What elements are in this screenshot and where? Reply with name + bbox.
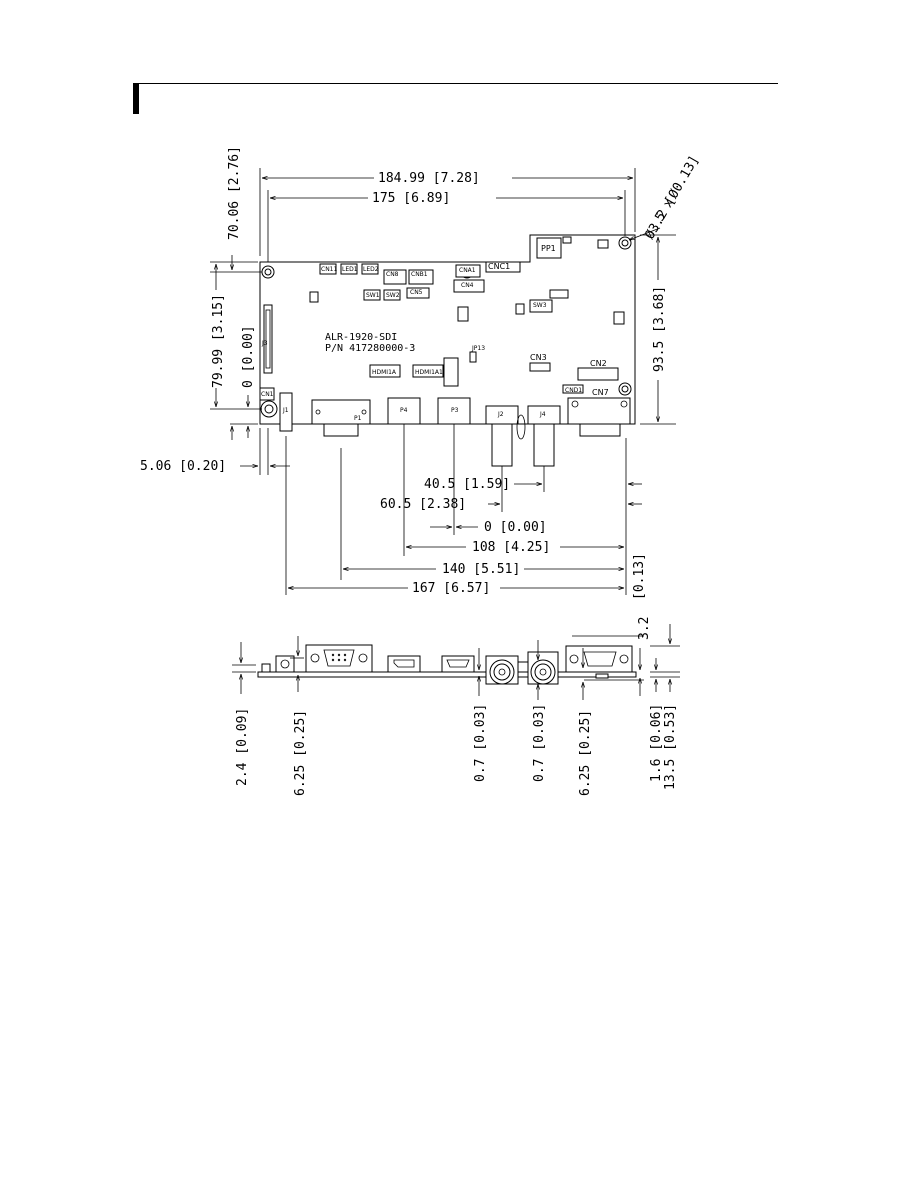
label-p3: P3 xyxy=(451,407,459,414)
middle-components: HDMI1A HDMI1A1 JP13 CN3 CN2 CND1 CN7 CN1 xyxy=(259,345,619,401)
dim-side-16: 1.6 [0.06] xyxy=(649,704,664,782)
dim-left-top: 70.06 [2.76] xyxy=(227,146,242,240)
dim-140: 140 [5.51] xyxy=(442,562,520,577)
dim-side-32: 3.2 xyxy=(637,617,652,640)
board-part-number: P/N 417280000-3 xyxy=(325,343,415,354)
label-p1: P1 xyxy=(354,415,362,422)
label-jp13: JP13 xyxy=(471,345,485,352)
board-outline xyxy=(259,234,636,425)
label-cn3: CN3 xyxy=(530,353,547,362)
dim-side-24: 2.4 [0.09] xyxy=(235,708,250,786)
board-model: ALR-1920-SDI xyxy=(325,332,397,343)
header-bar xyxy=(133,84,139,114)
dim-side-135: 13.5 [0.53] xyxy=(663,704,678,790)
dim-side-625b: 6.25 [0.25] xyxy=(578,710,593,796)
side-dimensions: 2.4 [0.09] 6.25 [0.25] 0.7 [0.03] 0.7 [0… xyxy=(232,617,680,796)
label-led2: LED2 xyxy=(363,266,379,273)
label-led1: LED1 xyxy=(342,266,358,273)
label-pp1: PP1 xyxy=(541,244,556,253)
label-sw3: SW3 xyxy=(533,302,547,309)
label-cn5: CN5 xyxy=(410,289,423,296)
dim-0: 0 [0.00] xyxy=(484,520,547,535)
label-cn2: CN2 xyxy=(590,359,607,368)
dim-side-625a: 6.25 [0.25] xyxy=(293,710,308,796)
label-j3: J3 xyxy=(261,340,268,347)
side-view xyxy=(257,644,637,685)
dim-hole-span: 175 [6.89] xyxy=(372,191,450,206)
label-cn1: CN1 xyxy=(261,391,274,398)
label-j2: J2 xyxy=(497,411,504,418)
label-cn4: CN4 xyxy=(461,282,474,289)
dim-right-height: 93.5 [3.68] xyxy=(652,286,667,372)
dim-60: 60.5 [2.38] xyxy=(380,497,466,512)
label-p4: P4 xyxy=(400,407,408,414)
label-hdmi1a: HDMI1A xyxy=(372,369,397,376)
edge-connectors: J1 P1 P4 P3 J2 J4 xyxy=(279,392,631,467)
dim-left-zero: 0 [0.00] xyxy=(241,325,256,388)
label-cn8: CN8 xyxy=(386,271,399,278)
connector-j3: J3 xyxy=(261,304,273,374)
dim-offset: 5.06 [0.20] xyxy=(140,459,226,474)
dim-108: 108 [4.25] xyxy=(472,540,550,555)
label-cn11: CN11 xyxy=(321,266,337,273)
label-j1: J1 xyxy=(282,407,289,414)
top-components: PP1 CN11 LED1 LED2 CN8 CNB1 CNA1 CNC1 SW… xyxy=(309,236,625,325)
label-sw1: SW1 xyxy=(366,292,380,299)
label-cnb1: CNB1 xyxy=(411,271,428,278)
dim-side-07a: 0.7 [0.03] xyxy=(473,704,488,782)
header-rule xyxy=(133,83,778,84)
label-sw2: SW2 xyxy=(386,292,400,299)
dim-hole-dia: Ø3.2 [Ø0.13] xyxy=(642,153,702,242)
dim-40: 40.5 [1.59] xyxy=(424,477,510,492)
label-j4: J4 xyxy=(539,411,546,418)
label-cnd1: CND1 xyxy=(565,387,582,394)
label-cn7: CN7 xyxy=(592,388,609,397)
dim-right-013: [0.13] xyxy=(632,553,647,600)
dim-width-total: 184.99 [7.28] xyxy=(378,171,480,186)
label-hdmi1a1: HDMI1A1 xyxy=(415,369,443,376)
dim-side-07b: 0.7 [0.03] xyxy=(532,704,547,782)
dim-167: 167 [6.57] xyxy=(412,581,490,596)
dim-left-mid: 79.99 [3.15] xyxy=(211,294,226,388)
label-cna1: CNA1 xyxy=(459,267,476,274)
label-cnc1: CNC1 xyxy=(488,262,510,271)
